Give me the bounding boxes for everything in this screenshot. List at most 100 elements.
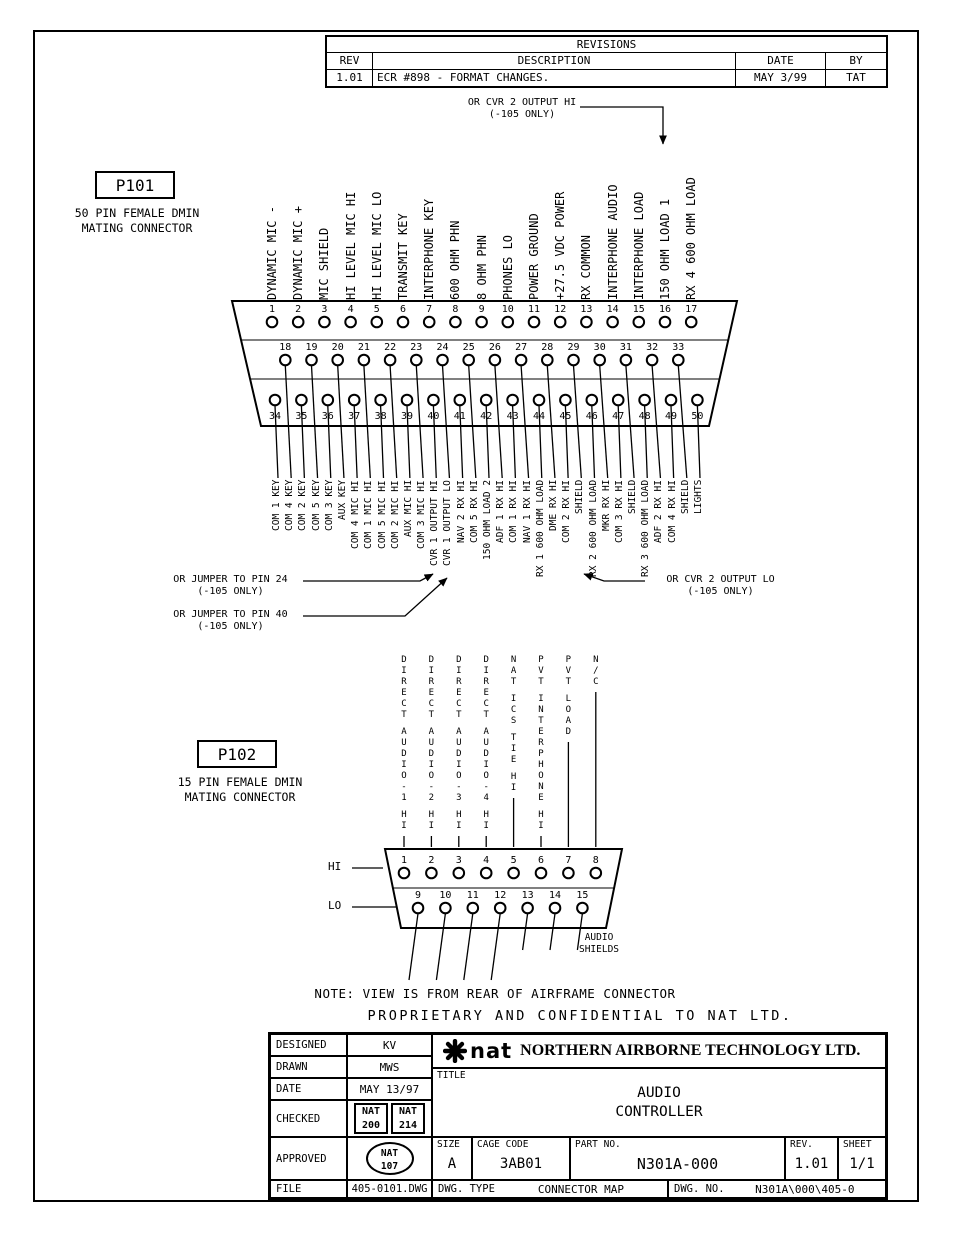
annotation-cvr2-output-lo: OR CVR 2 OUTPUT LO (-105 ONLY) (648, 574, 793, 598)
company-banner: nat NORTHERN AIRBORNE TECHNOLOGY LTD. (432, 1034, 886, 1068)
label-char: D (401, 655, 407, 665)
annotation-text: OR JUMPER TO PIN 40 (173, 609, 288, 620)
label-char: 2 (428, 793, 435, 803)
pin-label: COM 1 KEY (271, 479, 282, 531)
p101-description: 50 PIN FEMALE DMIN MATING CONNECTOR (47, 206, 227, 236)
pin-label: 150 OHM LOAD 2 (482, 479, 493, 560)
label-char: T (510, 733, 517, 743)
annotation-text: (-105 ONLY) (197, 621, 264, 632)
pin-label: ADF 2 RX HI (653, 480, 665, 543)
label-char: T (510, 677, 517, 687)
label-char: D (456, 749, 462, 759)
designed-label: DESIGNED (276, 1039, 327, 1051)
label-char: I (456, 821, 462, 831)
revisions-cell: REV (327, 53, 373, 70)
pin-label: PHONES LO (500, 234, 515, 300)
label-char: V (565, 666, 572, 676)
pin-label: COM 2 KEY (297, 479, 309, 531)
label-char: N (593, 655, 599, 665)
pin-label: SHIELD (574, 479, 586, 514)
nat-logo-text: nat (470, 1039, 513, 1063)
label-char: A (428, 727, 435, 737)
label-char: H (538, 810, 544, 820)
dwg-no-cell: DWG. NO. N301A\000\405-0 (668, 1180, 886, 1198)
label-char: S (510, 716, 517, 726)
audio-shields-label: AUDIO SHIELDS (561, 932, 637, 956)
revisions-cell: ECR #898 - FORMAT CHANGES. (373, 70, 736, 86)
pin-label: COM 3 MIC HI (416, 480, 428, 549)
label-char: I (483, 760, 489, 770)
pin-label: NAV 1 RX HI (521, 480, 533, 543)
drawing-title-cell: TITLE AUDIO CONTROLLER (432, 1068, 886, 1137)
label-char: U (456, 738, 462, 748)
pin-label: SHIELD (627, 479, 639, 514)
label-char: H (428, 810, 435, 820)
drawing-title: AUDIO CONTROLLER (433, 1084, 885, 1122)
label-char: I (456, 666, 462, 676)
pin-label: RX 4 600 OHM LOAD (684, 177, 699, 300)
label-char: A (483, 727, 489, 737)
view-note: NOTE: VIEW IS FROM REAR OF AIRFRAME CONN… (314, 986, 676, 1001)
label-char: T (565, 677, 572, 687)
pin-label: COM 3 RX HI (613, 480, 625, 543)
pin-label: COM 3 KEY (323, 479, 335, 531)
part-no-label: PART NO. (575, 1139, 621, 1150)
label-char: E (428, 688, 435, 698)
stamp-text: NAT (361, 1106, 381, 1117)
stamp-nat-200: NAT 200 (354, 1103, 388, 1134)
label-char: D (483, 749, 489, 759)
pin-label: 600 OHM PHN (448, 220, 463, 300)
company-name: NORTHERN AIRBORNE TECHNOLOGY LTD. (520, 1042, 861, 1059)
label-char: U (401, 738, 407, 748)
annotation-text: OR CVR 2 OUTPUT HI (467, 97, 577, 108)
stamp-text: 200 (361, 1120, 381, 1131)
pin-label: RX COMMON (579, 234, 594, 300)
pin-label: COM 4 MIC HI (350, 480, 362, 549)
label-char: H (401, 810, 407, 820)
pin-label: MIC SHIELD (317, 227, 332, 300)
revisions-cell: DESCRIPTION (373, 53, 736, 70)
label-char: T (483, 710, 489, 720)
size-value: A (447, 1156, 457, 1172)
lo-label: LO (328, 899, 342, 912)
pin-label: POWER GROUND (527, 213, 541, 300)
checked-label: CHECKED (276, 1112, 321, 1125)
rev-cell: REV. 1.01 (785, 1137, 838, 1180)
label-char: R (538, 738, 544, 748)
pin-label: LIGHTS (693, 479, 704, 514)
label-char: O (401, 771, 407, 781)
label-char: I (483, 821, 489, 831)
pin-label: INTERPHONE AUDIO (605, 184, 620, 300)
stamp-nat-107: NAT 107 (365, 1142, 414, 1175)
label-char: C (428, 699, 435, 709)
stamp-text: NAT (380, 1148, 399, 1159)
annotation-text: (-105 ONLY) (488, 109, 556, 120)
label-char: E (538, 727, 544, 737)
drawn-label: DRAWN (276, 1061, 308, 1073)
pin-label: COM 5 KEY (310, 479, 322, 531)
p102-designator: P102 (197, 740, 277, 768)
dwg-type-label: DWG. TYPE (438, 1183, 495, 1195)
label-char: N (538, 782, 544, 792)
annotation-text: (-105 ONLY) (197, 586, 264, 597)
stamp-text: NAT (398, 1106, 418, 1117)
pin-label: HI LEVEL MIC HI (343, 191, 358, 300)
pin-label: AUX KEY (336, 479, 348, 520)
label-char: C (510, 705, 517, 715)
dwg-type-value: CONNECTOR MAP (537, 1182, 624, 1196)
p101-description-line1: 50 PIN FEMALE DMIN (74, 206, 200, 220)
file-label: FILE (276, 1183, 302, 1195)
label-char: O (483, 771, 489, 781)
p102-pin-label: N/C (587, 655, 605, 688)
pin-label: NAV 2 RX HI (455, 480, 467, 543)
pin-label: DYNAMIC MIC - (265, 206, 279, 300)
stamp-text: 107 (380, 1161, 399, 1172)
pin-label: HI LEVEL MIC LO (369, 191, 384, 300)
label-char: D (483, 655, 489, 665)
